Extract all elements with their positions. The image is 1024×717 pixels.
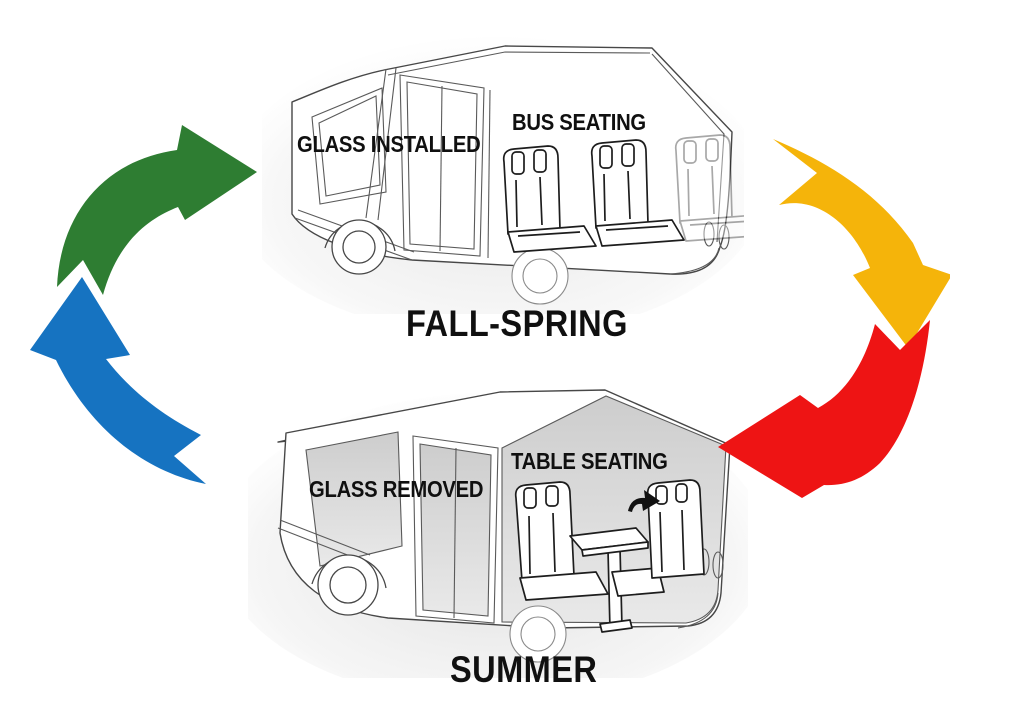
- table-seating-label: TABLE SEATING: [511, 448, 668, 474]
- rear-wheel: [325, 220, 395, 274]
- blue-arrow-shape: [30, 277, 206, 484]
- roof-inner-line: [388, 52, 650, 75]
- red-cycle-arrow: [718, 320, 930, 498]
- door-mullion: [454, 448, 456, 618]
- rear-window-inner: [319, 96, 380, 196]
- summer-bus-sketch: [248, 378, 748, 678]
- front-bumper-line: [670, 248, 719, 274]
- yellow-arrow-shape: [773, 139, 950, 348]
- blue-cycle-arrow: [30, 277, 206, 484]
- bus-detail-lines: [295, 52, 729, 274]
- open-side-edge: [488, 90, 490, 258]
- rear-window-frame: [312, 88, 386, 204]
- rear-window-opening: [306, 432, 402, 566]
- glass-installed-label: GLASS INSTALLED: [297, 131, 481, 157]
- rear-pillar: [366, 68, 396, 220]
- forward-facing-seat: [516, 482, 608, 600]
- bus-seat: [504, 146, 596, 252]
- front-wheel: [512, 248, 568, 304]
- fall-spring-season-label: FALL-SPRING: [406, 303, 628, 344]
- front-bumper-line: [678, 593, 718, 628]
- yellow-cycle-arrow: [773, 139, 950, 348]
- bus-seats: [504, 134, 744, 252]
- front-wheel: [510, 606, 566, 662]
- door-frame: [400, 75, 484, 256]
- door-inner-frame: [407, 82, 477, 249]
- rear-facing-seat: [612, 480, 704, 596]
- table: [570, 528, 648, 632]
- table-seating-group: [516, 480, 704, 632]
- fall-spring-bus-sketch: [262, 37, 744, 314]
- glass-removed-label: GLASS REMOVED: [309, 476, 484, 502]
- summer-season-label: SUMMER: [450, 649, 598, 690]
- green-cycle-arrow: [57, 125, 257, 295]
- bus-seating-label: BUS SEATING: [512, 109, 646, 135]
- rear-wheel: [312, 555, 386, 615]
- headlight-right: [713, 552, 723, 578]
- red-arrow-shape: [718, 320, 930, 498]
- seat-flip-arrow-icon: [628, 490, 660, 512]
- door-mullion: [440, 86, 442, 251]
- green-arrow-shape: [57, 125, 257, 295]
